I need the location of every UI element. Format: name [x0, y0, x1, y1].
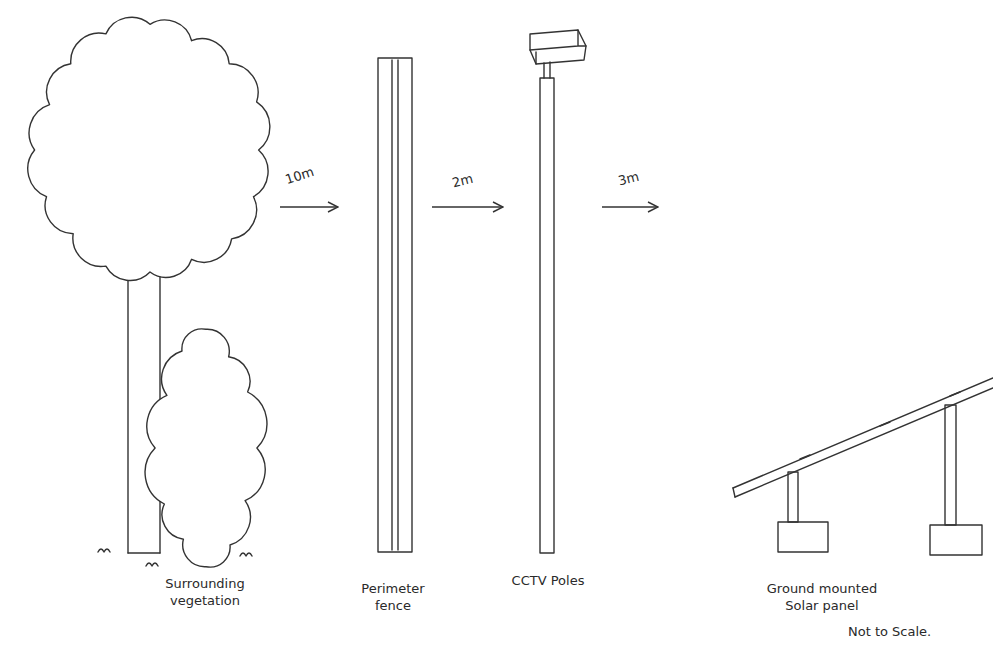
distance-label: 3m: [614, 168, 642, 189]
distance-label: 10m: [282, 163, 318, 188]
scale-note: Not to Scale.: [848, 624, 931, 639]
fence-line: [397, 60, 398, 550]
object-caption: Surrounding vegetation: [155, 575, 255, 610]
bush: [145, 329, 267, 567]
fence-post: [378, 58, 412, 552]
distance-arrow: [432, 206, 503, 207]
solar-leg: [788, 472, 798, 522]
distance-label: 2m: [448, 170, 476, 191]
solar-clip: [800, 392, 960, 459]
object-caption: CCTV Poles: [506, 572, 590, 590]
object-group: Surrounding vegetation: [20, 20, 278, 610]
solar-leg: [945, 405, 956, 525]
solar-foot: [778, 522, 828, 552]
object-group: Ground mounted Solar panel: [660, 150, 985, 615]
cctv-pole: [540, 78, 554, 553]
cctv-camera: [530, 30, 586, 64]
solar-rail: [733, 488, 735, 497]
grass: [146, 563, 158, 566]
object-group: CCTV Poles: [505, 25, 600, 590]
solar-rail: [733, 378, 993, 488]
object-caption: Perimeter fence: [356, 580, 430, 615]
tree-trunk: [127, 270, 128, 553]
object-group: Perimeter fence: [340, 50, 430, 615]
tree-base: [128, 552, 160, 553]
distance-arrow: [602, 206, 658, 207]
cctv-camera: [530, 30, 586, 64]
fence-line: [391, 60, 392, 550]
distance-arrow: [280, 206, 338, 207]
tree-canopy: [28, 17, 270, 280]
object-caption: Ground mounted Solar panel: [759, 580, 885, 615]
grass: [98, 549, 110, 552]
grass: [240, 553, 252, 556]
solar-foot: [930, 525, 982, 555]
cctv-camera: [544, 62, 550, 78]
